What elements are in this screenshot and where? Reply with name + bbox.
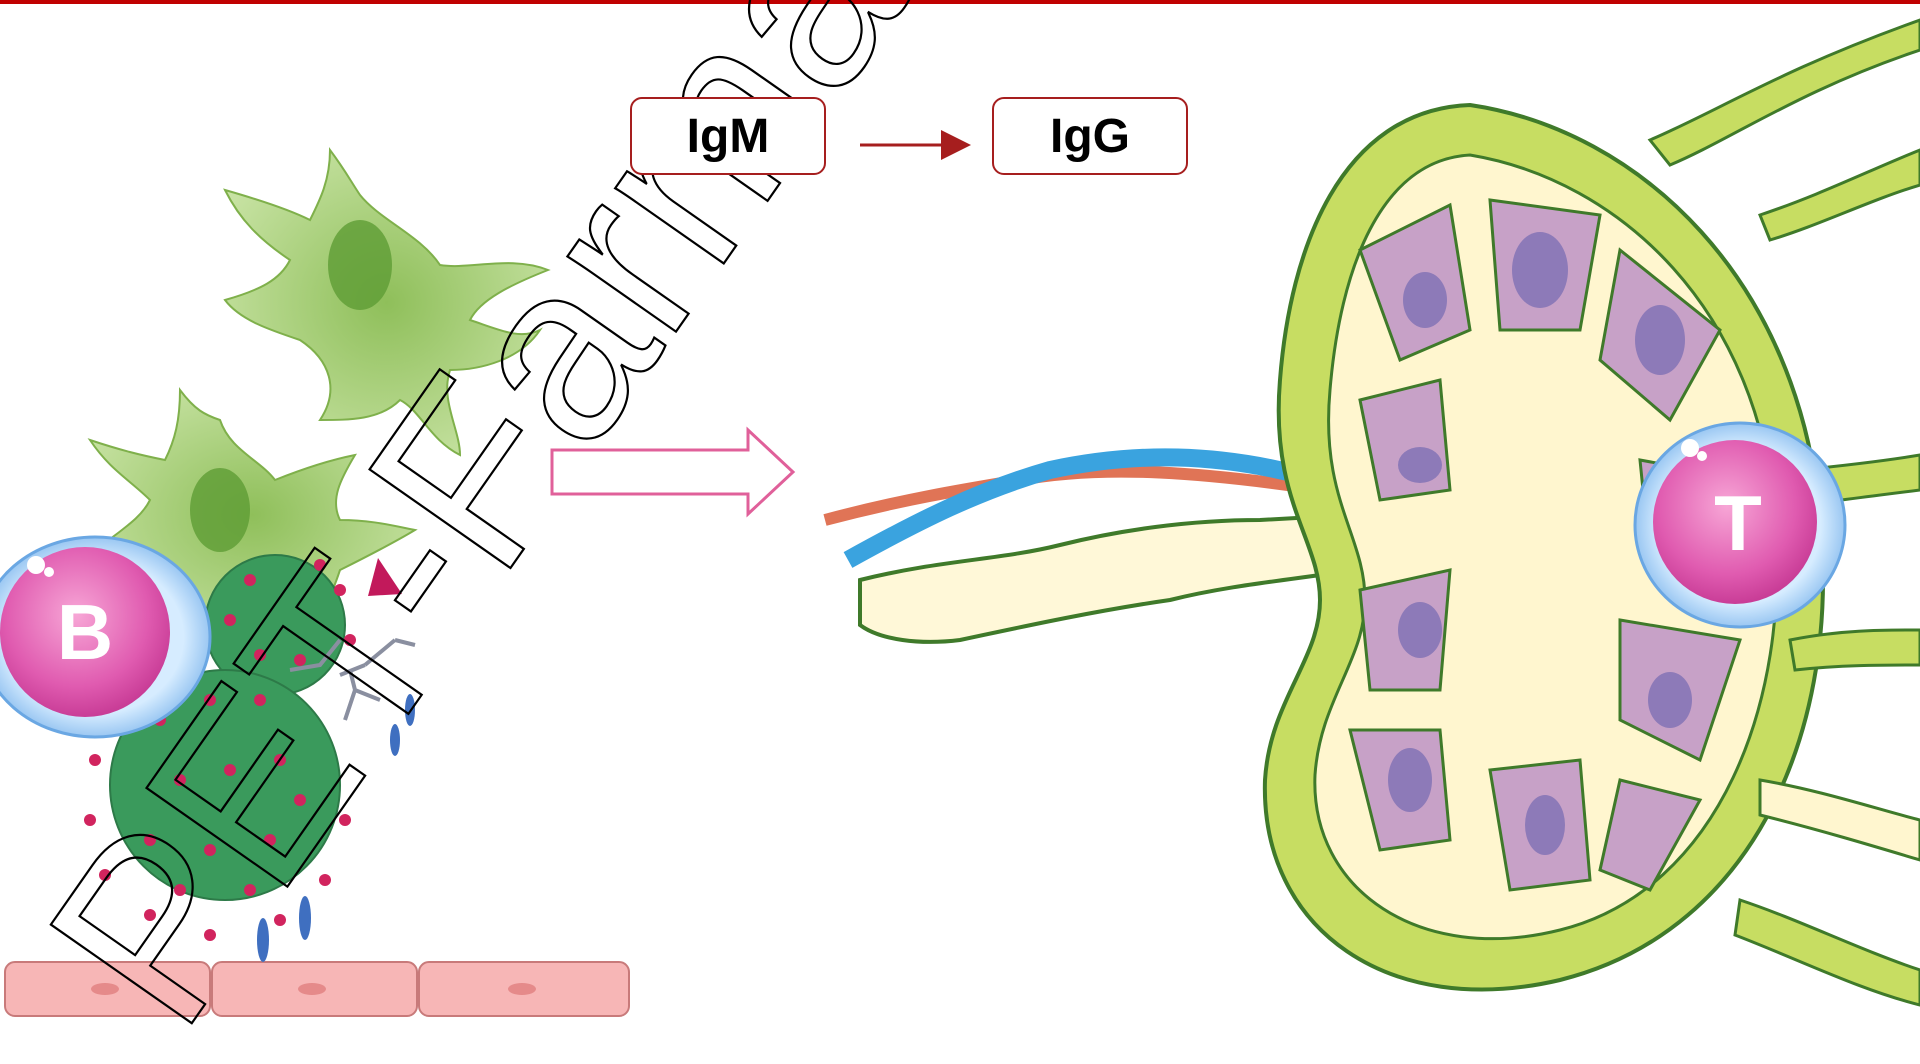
b-cell-label: B: [57, 588, 113, 676]
igm-label: IgM: [687, 109, 770, 164]
igg-box: IgG: [992, 97, 1188, 175]
igg-label: IgG: [1050, 109, 1130, 164]
t-cell-label: T: [1714, 479, 1762, 567]
lymph-vessel: [825, 457, 1355, 642]
igm-box: IgM: [630, 97, 826, 175]
t-cell: T: [1635, 423, 1845, 627]
